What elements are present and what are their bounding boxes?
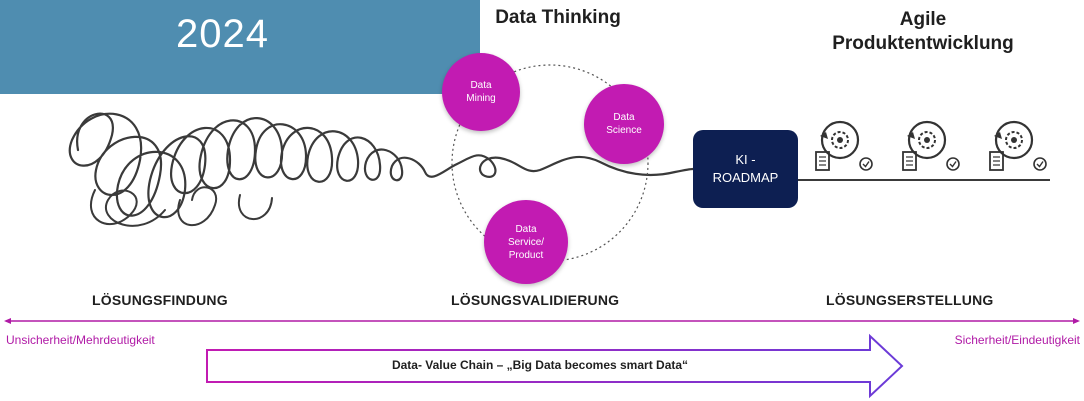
agile-heading-line1: Agile <box>899 9 947 30</box>
data-mining-label: Data Mining <box>466 80 496 104</box>
certainty-axis-head-right <box>1073 318 1080 324</box>
gear-cycle-icon <box>815 120 873 171</box>
gear-cycle-icon <box>902 120 960 171</box>
agile-heading: Agile Produktentwicklung <box>808 8 1038 56</box>
data-science-label: Data Science <box>606 112 642 136</box>
scribble-loop-2 <box>89 186 273 227</box>
data-service-product-bubble: Data Service/ Product <box>484 200 568 284</box>
certainty-axis-head-left <box>4 318 11 324</box>
certainty-label: Sicherheit/Eindeutigkeit <box>954 333 1080 347</box>
scribble-line <box>68 112 695 219</box>
data-science-bubble: Data Science <box>584 84 664 164</box>
agile-heading-line2: Produktentwicklung <box>832 33 1014 54</box>
phase-finding-label: LÖSUNGSFINDUNG <box>92 292 228 308</box>
data-service-product-label: Data Service/ Product <box>507 223 545 261</box>
ki-roadmap-label: KI - ROADMAP <box>712 152 779 185</box>
year-banner: 2024 <box>0 0 480 94</box>
ki-roadmap-box: KI - ROADMAP <box>693 130 798 208</box>
validation-cycle <box>451 64 649 262</box>
phase-creation-label: LÖSUNGSERSTELLUNG <box>826 292 994 308</box>
value-chain-label: Data- Value Chain – „Big Data becomes sm… <box>391 358 689 372</box>
gear-cycle-icon <box>989 120 1047 171</box>
phase-validation-label: LÖSUNGSVALIDIERUNG <box>451 292 620 308</box>
year-label: 2024 <box>176 12 269 56</box>
data-thinking-text: Data Thinking <box>495 7 621 28</box>
data-mining-bubble: Data Mining <box>442 53 520 131</box>
data-thinking-heading: Data Thinking <box>468 6 648 30</box>
value-chain-arrow <box>206 333 904 399</box>
uncertainty-label: Unsicherheit/Mehrdeutigkeit <box>6 333 155 347</box>
